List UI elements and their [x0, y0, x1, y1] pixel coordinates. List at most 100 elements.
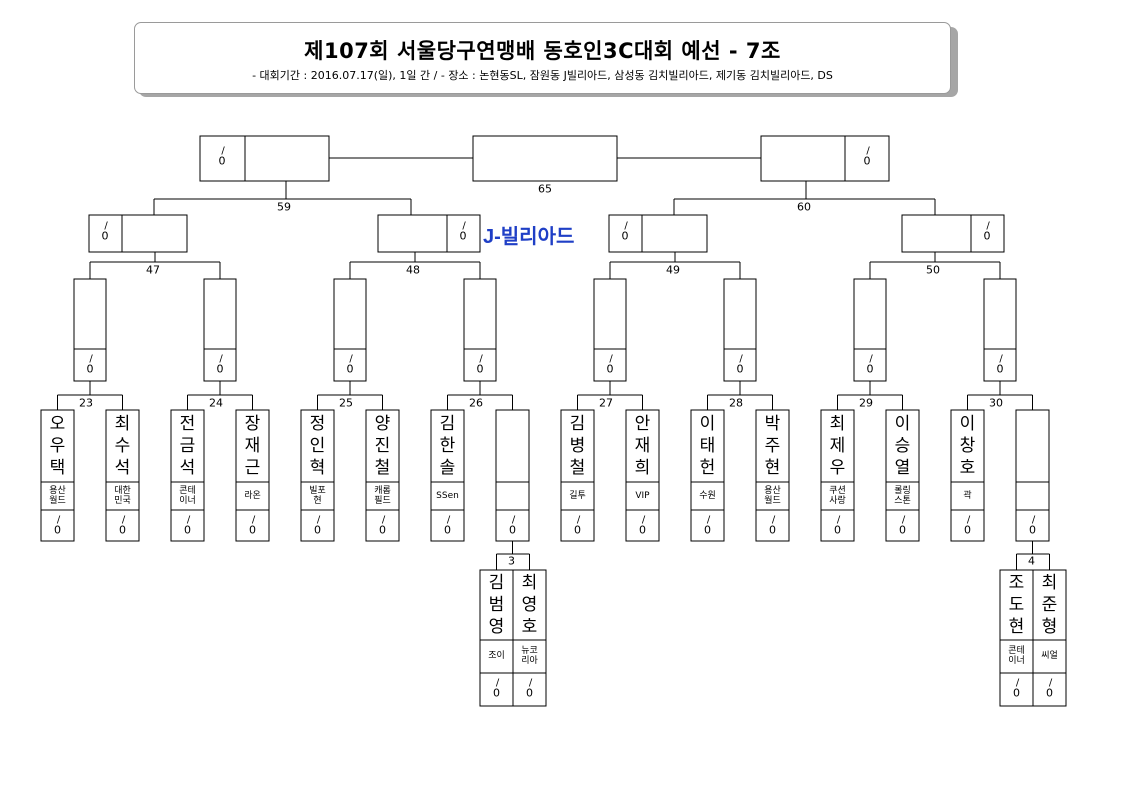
match-number-r16: 24 [209, 397, 223, 410]
score-value: 0 [493, 687, 500, 700]
r16-name-cell [593, 278, 627, 350]
score-value: 0 [119, 524, 126, 537]
name-char: 인 [310, 436, 326, 456]
player-score: /0 [574, 515, 581, 537]
match-number-r16: 28 [729, 397, 743, 410]
match-number-r16: 27 [599, 397, 613, 410]
r16-score-cell [463, 348, 497, 382]
score-value: 0 [867, 363, 874, 376]
score-slash: / [866, 146, 870, 157]
name-char: 김 [440, 414, 456, 434]
qf-score-cell [88, 214, 123, 253]
player-name: 오우택 [50, 414, 66, 478]
score-value: 0 [984, 230, 991, 243]
name-char: 석 [180, 458, 196, 478]
final-cell [472, 135, 618, 182]
name-cell [820, 409, 855, 483]
club-cell [170, 481, 205, 511]
score-value: 0 [964, 524, 971, 537]
club-text: SSen [436, 491, 459, 501]
quarter-box-4: /0 [901, 214, 1005, 253]
club-text: 월드 [764, 494, 781, 506]
club-text: 쿠션 [829, 485, 846, 496]
match-number-prelim: 4 [1028, 555, 1035, 568]
name-cell [495, 409, 530, 483]
score-cell [40, 509, 75, 542]
score-slash: / [512, 515, 516, 526]
player-slot-7: 김한솔/0 [430, 409, 465, 542]
club-text: 용산 [764, 485, 781, 496]
club-cell [105, 481, 140, 511]
score-cell [885, 509, 920, 542]
score-value: 0 [1029, 524, 1036, 537]
match-number-qf: 48 [406, 264, 420, 277]
club-text: 월드 [49, 494, 66, 506]
club-cell [235, 481, 270, 511]
name-cell [1015, 409, 1050, 483]
match-number-qf: 47 [146, 264, 160, 277]
score-cell [170, 509, 205, 542]
score-cell [300, 509, 335, 542]
name-char: 재 [245, 436, 261, 456]
player-slot-8: /0 [495, 409, 530, 542]
score-value: 0 [574, 524, 581, 537]
player-score: /0 [184, 515, 191, 537]
name-char: 근 [245, 458, 261, 478]
player-name: 이승열 [895, 414, 911, 478]
name-char: 김 [489, 573, 505, 593]
score-slash: / [837, 515, 841, 526]
score-slash: / [609, 354, 613, 365]
score-slash: / [642, 515, 646, 526]
qf-score-cell [970, 214, 1005, 253]
player-name: 이창호 [960, 414, 976, 478]
player-score: /0 [444, 515, 451, 537]
name-char: 우 [830, 458, 846, 478]
player-name: 김범영 [489, 573, 505, 637]
score-slash: / [739, 354, 743, 365]
player-slot-4: 장재근/0 [235, 409, 270, 542]
score-slash: / [122, 515, 126, 526]
score-value: 0 [87, 363, 94, 376]
name-char: 진 [375, 436, 391, 456]
match-number-sf: 60 [797, 201, 811, 214]
score-value: 0 [769, 524, 776, 537]
final-box [472, 135, 618, 182]
club-text: 사랑 [829, 494, 846, 506]
score-slash: / [707, 515, 711, 526]
club-text: 조이 [488, 650, 505, 661]
name-cell [625, 409, 660, 483]
match-number-r16: 23 [79, 397, 93, 410]
score-cell [690, 509, 725, 542]
club-text: 곽 [963, 489, 971, 501]
name-char: 영 [489, 617, 505, 637]
sf-name-cell [760, 135, 846, 182]
score-slash: / [252, 515, 256, 526]
club-label: 조이 [488, 650, 505, 661]
club-label: 라온 [244, 490, 261, 501]
player-score: /0 [314, 515, 321, 537]
score-value: 0 [834, 524, 841, 537]
r16-score: /0 [87, 354, 94, 376]
score-slash: / [869, 354, 873, 365]
score-slash: / [902, 515, 906, 526]
club-label: 수원 [699, 490, 716, 501]
score-slash: / [447, 515, 451, 526]
score-slash: / [1016, 678, 1020, 689]
name-char: 철 [375, 458, 391, 478]
player-slot-10: 안재희/0 [625, 409, 660, 542]
prelim-score: /0 [493, 678, 500, 700]
name-cell [365, 409, 400, 483]
qf-score: /0 [460, 221, 467, 243]
score-slash: / [57, 515, 61, 526]
score-slash: / [986, 221, 990, 232]
club-cell [560, 481, 595, 511]
club-label: 씨얼 [1041, 650, 1058, 661]
score-value: 0 [477, 363, 484, 376]
r16-score: /0 [737, 354, 744, 376]
score-value: 0 [217, 363, 224, 376]
player-name: 김한솔 [440, 414, 456, 478]
quarter-box-2: /0 [377, 214, 481, 253]
